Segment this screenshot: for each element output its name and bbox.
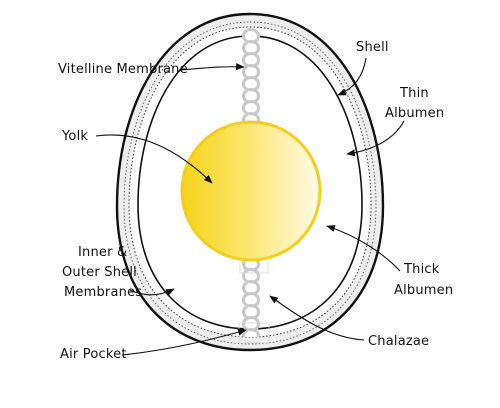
pointer-inner-outer-membranes bbox=[129, 288, 175, 296]
pointer-shell bbox=[337, 57, 367, 96]
chalazae-twist bbox=[242, 328, 260, 337]
label-thin-albumen-2: Albumen bbox=[385, 106, 444, 121]
pointer-yolk bbox=[95, 134, 213, 184]
label-thick-albumen-2: Albumen bbox=[394, 283, 453, 298]
label-air-pocket: Air Pocket bbox=[60, 347, 127, 362]
label-chalazae: Chalazae bbox=[368, 334, 429, 349]
label-inner-outer-3: Membranes bbox=[64, 285, 142, 300]
label-inner-outer-2: Outer Shell bbox=[62, 265, 137, 280]
label-thin-albumen-1: Thin bbox=[399, 86, 429, 101]
label-yolk: Yolk bbox=[61, 129, 88, 144]
label-shell: Shell bbox=[356, 40, 389, 55]
yolk bbox=[180, 120, 322, 262]
pointer-vitelline-membrane bbox=[179, 63, 245, 71]
chalazae-top bbox=[242, 28, 260, 128]
chalazae-bottom bbox=[242, 256, 260, 337]
pointer-thick-albumen bbox=[326, 225, 401, 272]
label-inner-outer-1: Inner & bbox=[78, 245, 127, 260]
label-thick-albumen-1: Thick bbox=[403, 262, 440, 277]
label-vitelline-membrane: Vitelline Membrane bbox=[58, 62, 188, 77]
pointer-chalazae bbox=[269, 295, 365, 341]
pointer-air-pocket bbox=[121, 328, 247, 356]
pointer-thin-albumen bbox=[346, 120, 405, 157]
